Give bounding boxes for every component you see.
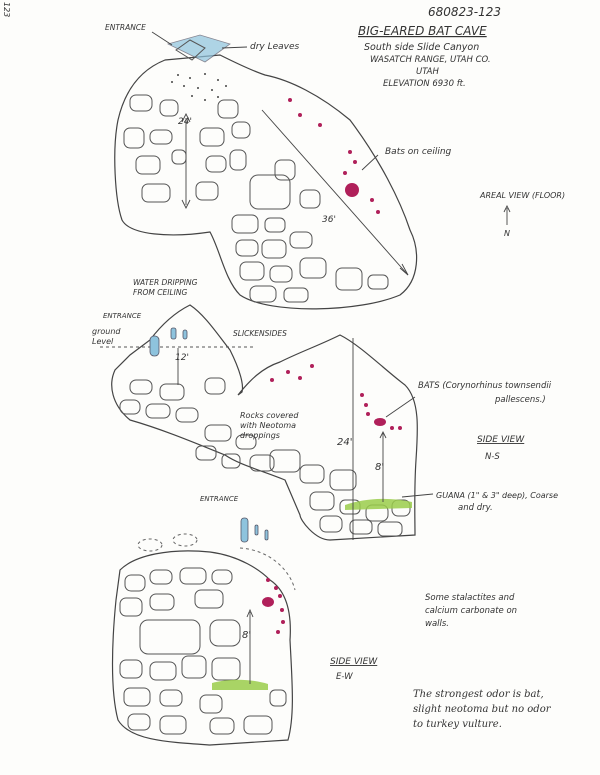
odor-note-3: to turkey vulture. bbox=[413, 719, 502, 730]
location-line-3: UTAH bbox=[416, 67, 439, 77]
areal-rocks bbox=[123, 94, 389, 303]
ns-entrance-dimension: 12' bbox=[175, 353, 189, 363]
cave-title: BIG-EARED BAT CAVE bbox=[358, 24, 487, 38]
location-line-2: WASATCH RANGE, UTAH CO. bbox=[370, 55, 491, 65]
stalactites-note-1: Some stalactites and bbox=[425, 593, 515, 603]
guano-label-2: and dry. bbox=[458, 503, 493, 513]
ground-level-label-1: ground bbox=[92, 327, 121, 336]
dry-leaves-label: dry Leaves bbox=[250, 42, 300, 52]
side-view-ns-map: WATER DRIPPING FROM CEILING ENTRANCE gro… bbox=[92, 278, 558, 541]
catalog-number: 680823-123 bbox=[428, 5, 501, 19]
ew-entrance-label: ENTRANCE bbox=[200, 495, 239, 503]
ns-rocks bbox=[119, 377, 411, 537]
guano-label-1: GUANA (1" & 3" deep), Coarse bbox=[436, 491, 558, 500]
areal-width-dimension: 24' bbox=[178, 117, 192, 127]
elevation: ELEVATION 6930 ft. bbox=[383, 79, 466, 89]
water-dripping-label-1: WATER DRIPPING bbox=[133, 278, 198, 287]
areal-entrance-label: ENTRANCE bbox=[105, 23, 146, 32]
corner-number: 123 bbox=[2, 2, 11, 17]
ns-direction: N-S bbox=[485, 452, 500, 462]
bats-areal bbox=[288, 98, 380, 214]
ns-view-label: SIDE VIEW bbox=[477, 435, 525, 445]
areal-view-label: AREAL VIEW (FLOOR) bbox=[479, 191, 565, 200]
ew-bats-dimension: 8' bbox=[242, 630, 251, 641]
ew-rocks bbox=[119, 567, 287, 735]
ns-bats-dimension: 8' bbox=[375, 462, 384, 473]
bats-species-label-2: pallescens.) bbox=[494, 395, 546, 405]
stalactites-note-2: calcium carbonate on bbox=[425, 606, 517, 616]
bats-on-ceiling-label: Bats on ceiling bbox=[385, 147, 452, 157]
rocks-label-1: Rocks covered bbox=[240, 411, 299, 420]
ew-direction: E-W bbox=[336, 672, 353, 682]
ground-level-label-2: Level bbox=[92, 337, 114, 346]
ew-view-label: SIDE VIEW bbox=[330, 657, 378, 667]
slickensides-label: SLICKENSIDES bbox=[233, 329, 287, 338]
areal-length-dimension: 36' bbox=[322, 215, 336, 225]
bats-ew bbox=[262, 578, 285, 634]
rocks-label-2: with Neotoma bbox=[240, 421, 296, 430]
ns-entrance-label: ENTRANCE bbox=[103, 312, 142, 320]
side-view-ew-map: ENTRANCE 8' Some stalactites and calcium… bbox=[111, 495, 517, 746]
rocks-label-3: droppings bbox=[240, 431, 280, 440]
bats-ns bbox=[270, 364, 402, 430]
ns-height-dimension: 24' bbox=[337, 437, 352, 448]
odor-note-2: slight neotoma but no odor bbox=[413, 704, 552, 715]
water-dripping-label-2: FROM CEILING bbox=[133, 288, 187, 297]
stalactites-note-3: walls. bbox=[425, 619, 449, 629]
bats-species-label-1: BATS (Corynorhinus townsendii bbox=[418, 381, 552, 391]
location-line-1: South side Slide Canyon bbox=[364, 42, 479, 53]
areal-view-map: ENTRANCE dry Leaves 24' 36' Bats on ceil… bbox=[105, 23, 565, 310]
north-label: N bbox=[504, 229, 510, 238]
odor-note-1: The strongest odor is bat, bbox=[413, 689, 544, 700]
